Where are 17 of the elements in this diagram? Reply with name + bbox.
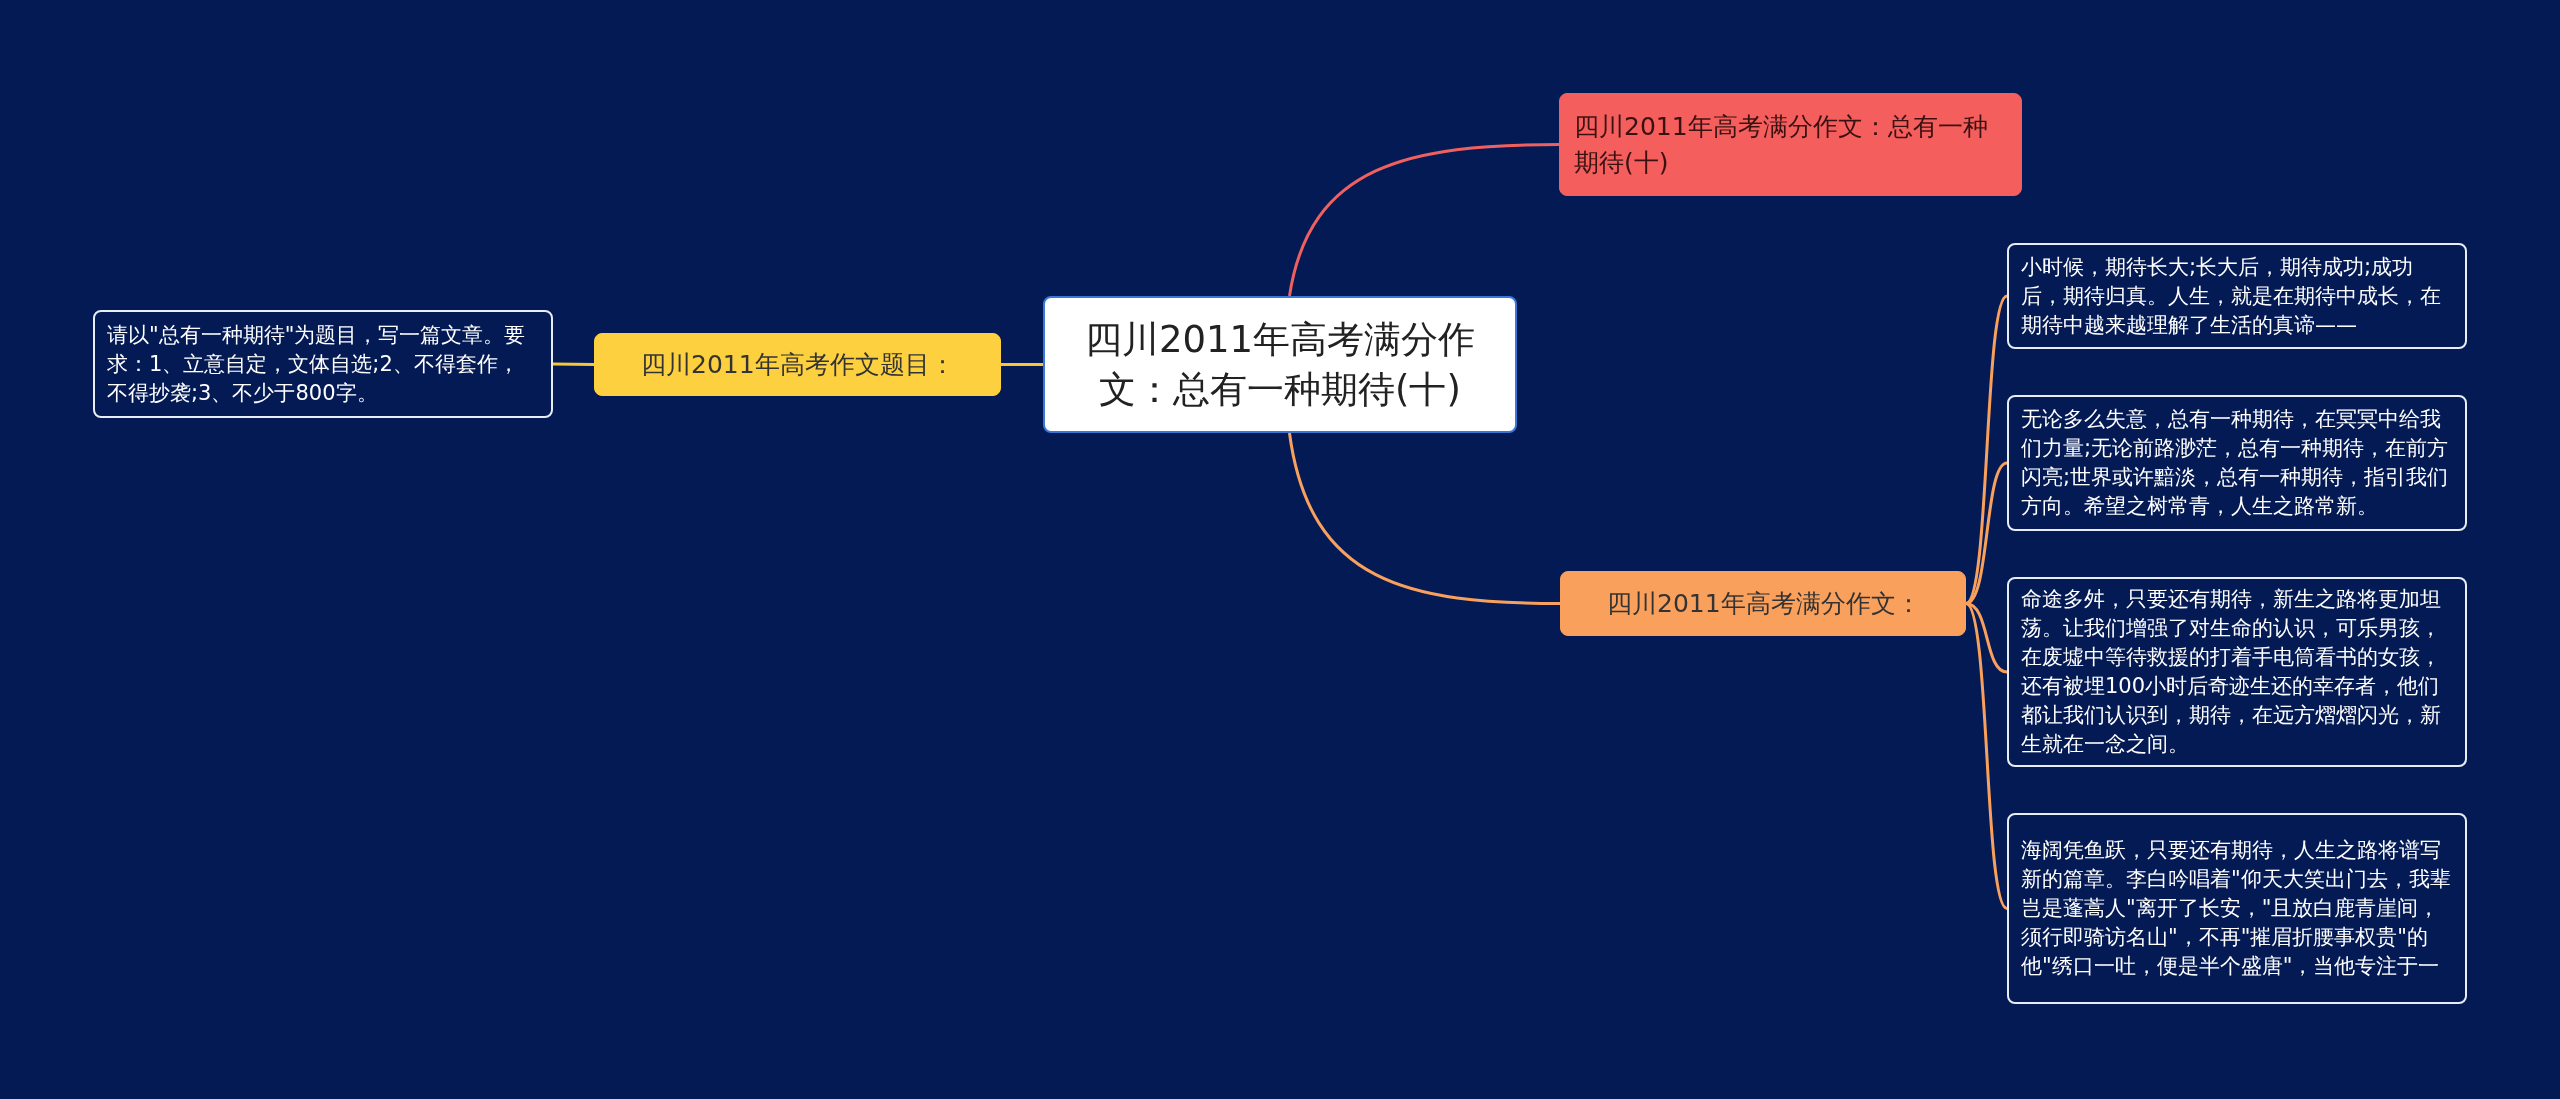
topic-box: 四川2011年高考作文题目： [594, 333, 1001, 396]
connector-line [1288, 143, 1560, 297]
connector-line [1965, 602, 2008, 674]
central-topic-box: 四川2011年高考满分作文：总有一种期待(十) [1043, 296, 1517, 433]
topic-box: 四川2011年高考满分作文：总有一种期待(十) [1559, 93, 2022, 196]
text-box: 海阔凭鱼跃，只要还有期待，人生之路将谱写新的篇章。李白吟唱着"仰天大笑出门去，我辈岂是蓬蒿人"离开了长安，"且放白鹿青崖间，须行即骑访名山"，不再"摧眉折腰事权贵"的他"绣口一吐，便是半个盛唐"，当他专注于一 [2007, 813, 2467, 1004]
text-box: 请以"总有一种期待"为题目，写一篇文章。要求：1、立意自定，文体自选;2、不得套作，不得抄袭;3、不少于800字。 [93, 310, 553, 418]
topic-box: 四川2011年高考满分作文： [1560, 571, 1966, 636]
connector-line [1964, 602, 2009, 910]
text-box: 无论多么失意，总有一种期待，在冥冥中给我们力量;无论前路渺茫，总有一种期待，在前方闪亮;世界或许黯淡，总有一种期待，指引我们方向。希望之树常青，人生之路常新。 [2007, 395, 2467, 531]
text-box: 小时候，期待长大;长大后，期待成功;成功后，期待归真。人生，就是在期待中成长，在期待中越来越理解了生活的真谛—— [2007, 243, 2467, 349]
connector-line [1288, 432, 1560, 605]
text-box: 命途多舛，只要还有期待，新生之路将更加坦荡。让我们增强了对生命的认识，可乐男孩，在废墟中等待救援的打着手电筒看书的女孩，还有被埋100小时后奇迹生还的幸存者，他们都让我们认识到，期待，在远方熠熠闪光，新生就在一念之间。 [2007, 577, 2467, 767]
connector-line [1965, 461, 2008, 605]
connector-line [1964, 295, 2009, 605]
connector-line [552, 362, 595, 366]
connector-line [1001, 363, 1043, 366]
